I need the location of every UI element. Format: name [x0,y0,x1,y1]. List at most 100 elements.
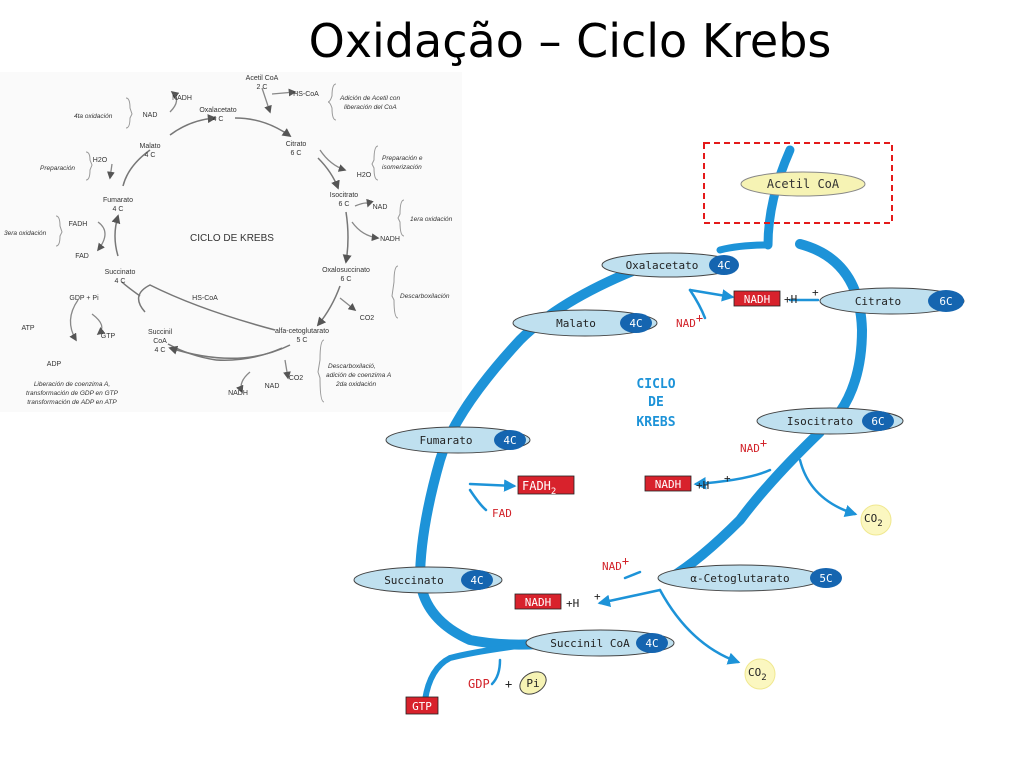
malato-label: Malato [556,317,596,330]
note-adicion-2: liberación del CoA [344,104,397,111]
left-nadh-right: NADH [380,236,400,243]
left-succinil-carbons: 4 C [155,347,166,354]
note-adicion-1: Adición de Acetil con [339,95,400,102]
cetoglutarato-node: α-Cetoglutarato 5C [657,564,842,592]
note-prep-iso-2: isomerización [382,164,422,171]
oxalacetato-node: Oxalacetato 4C [601,252,739,278]
left-isocitrato-label: Isocitrato [330,192,359,199]
left-alfacetoglutarato-label: alfa-cetoglutarato [275,328,329,335]
co2-mid-label: CO2 [864,512,883,529]
acetil-coa-node [740,171,866,197]
left-gdp-pi: GDP + Pi [69,295,99,302]
malato-carbons: 4C [629,317,642,330]
note-segunda-3: 2da oxidación [335,381,376,388]
left-succinato-carbons: 4 C [115,278,126,285]
plus-bottom: + [594,590,601,603]
oxalacetato-label: Oxalacetato [626,259,699,272]
left-co2-bottom: CO2 [289,375,304,382]
fadh2-box: FADH2 [517,475,575,497]
nad-plus-top: NAD+ [676,311,703,330]
left-succinil-label: Succinil [148,329,173,336]
left-isocitrato-carbons: 6 C [339,201,350,208]
oxalacetato-carbons: 4C [717,259,730,272]
cycle-label-3: KREBS [636,415,675,430]
note-liberacion-2: transformación de GDP en GTP [26,390,119,397]
left-nadh-top: NADH [172,95,192,102]
nadh-box-bottom: NADH +H + [514,590,601,610]
note-cuarta: 4ta oxidación [74,113,113,120]
pi-label: Pi [526,677,539,690]
left-oxalacetato-label: Oxalacetato [199,107,236,114]
left-fad-label: FAD [75,253,89,260]
left-citrato-label: Citrato [286,141,307,148]
cycle-label-1: CICLO [636,377,675,392]
isocitrato-label: Isocitrato [787,415,853,428]
note-descarbox: Descarboxilación [400,293,450,300]
left-adp-label: ADP [47,361,62,368]
co2-bottom-label: CO2 [748,666,767,683]
left-nad-top: NAD [143,112,158,119]
left-oxalosuccinato-carbons: 6 C [341,276,352,283]
note-liberacion-1: Liberación de coenzima A, [34,381,111,388]
fumarato-node: Fumarato 4C [385,426,531,454]
note-preparacion: Preparación [40,165,75,172]
left-gtp-label: GTP [101,333,116,340]
fumarato-carbons: 4C [503,434,516,447]
succinato-node: Succinato 4C [353,566,503,594]
left-cycle-ring [111,114,352,361]
nadh-box-top: NADH +H + [733,286,819,307]
plus-h-bottom: +H [566,597,579,610]
left-nad-bottom: NAD [265,383,280,390]
left-atp-label: ATP [21,325,34,332]
left-hscoa-top: HS-CoA [293,91,319,98]
nad-plus-bottom: NAD+ [602,554,629,573]
left-fadh-label: FADH [69,221,88,228]
left-braces [55,83,405,403]
cycle-label-2: DE [648,395,664,410]
plus-mid: + [724,472,731,485]
note-liberacion-3: transformación de ADP en ATP [27,399,117,406]
gdp-plus: + [505,677,512,691]
gtp-label: GTP [412,700,432,713]
plus-top: + [812,286,819,299]
malato-node: Malato 4C [512,309,658,337]
left-h2o-left: H2O [93,157,108,164]
pi-node [519,671,547,695]
fumarato-label: Fumarato [420,434,473,447]
cetoglutarato-label: α-Cetoglutarato [690,572,789,585]
acetil-coa-label: Acetil CoA [767,177,840,191]
co2-circle-mid: CO2 [860,504,892,536]
left-fumarato-carbons: 4 C [113,206,124,213]
citrato-carbons: 6C [939,295,952,308]
succinato-label: Succinato [384,574,444,587]
succinil-label: Succinil CoA [550,637,630,650]
nadh-top-label: NADH [744,293,771,306]
succinil-carbons: 4C [645,637,658,650]
note-segunda-1: Descarboxilació, [328,363,376,370]
slide-title: Oxidação – Ciclo Krebs [308,14,832,68]
left-succinil-coa: CoA [153,338,167,345]
left-h2o-right: H2O [357,172,372,179]
citrato-node: Citrato 6C [819,287,965,315]
isocitrato-carbons: 6C [871,415,884,428]
note-prep-iso-1: Preparación e [382,155,423,162]
left-citrato-carbons: 6 C [291,150,302,157]
left-hscoa-mid: HS-CoA [192,295,218,302]
left-acetil-carbons: 2 C [257,84,268,91]
nad-plus-mid: NAD+ [740,436,767,455]
left-nad-right: NAD [373,204,388,211]
succinil-coa-node: Succinil CoA 4C [525,629,675,657]
plus-h-mid: +H [696,479,709,492]
left-succinato-label: Succinato [105,269,136,276]
co2-circle-bottom: CO2 [744,658,776,690]
left-malato-label: Malato [139,143,160,150]
left-nadh-bottom: NADH [228,390,248,397]
left-oxalosuccinato-label: Oxalosuccinato [322,267,370,274]
nadh-bottom-label: NADH [525,596,552,609]
branch-arrows [468,288,858,686]
plus-h-top: +H [784,293,797,306]
left-malato-carbons: 4 C [145,152,156,159]
left-oxalacetato-carbons: 4 C [213,116,224,123]
